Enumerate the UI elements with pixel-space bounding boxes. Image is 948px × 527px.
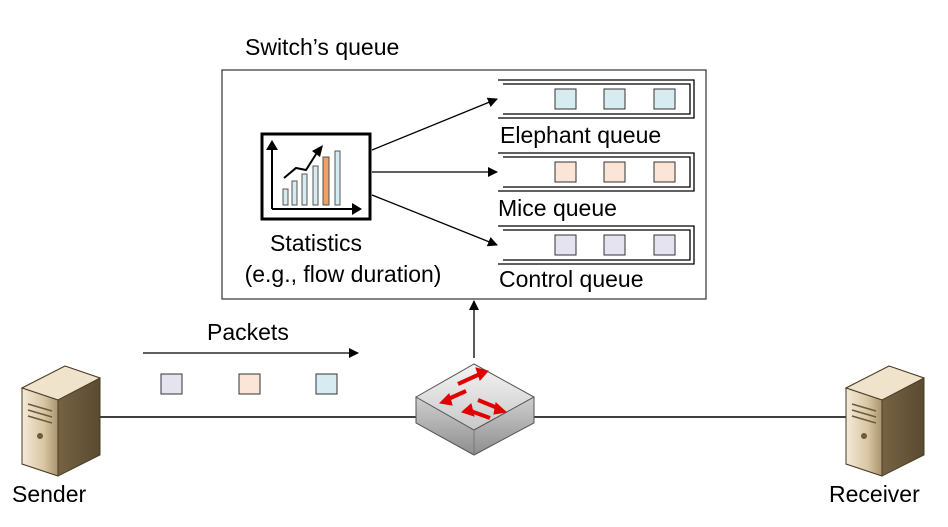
packet-elephant [315,373,338,395]
packets-label: Packets [207,319,289,345]
statistics-chart-icon [260,132,372,221]
control-packet [653,234,676,256]
elephant-packet [653,88,676,110]
arrow-to-control-queue [371,194,498,247]
control-queue-label: Control queue [499,266,644,292]
control-packet [554,234,577,256]
mice-packet [554,161,577,183]
mice-packet [653,161,676,183]
control-queue [498,225,695,265]
elephant-queue-label: Elephant queue [500,122,661,148]
control-packet [603,234,626,256]
arrow-to-elephant-queue [371,97,498,151]
sender-label: Sender [12,481,87,507]
packet-mice [238,373,261,395]
elephant-packet [554,88,577,110]
sender-server-icon [20,365,102,477]
switch-queue-title: Switch’s queue [245,34,399,60]
elephant-queue [498,79,695,119]
network-switch-icon [414,363,536,456]
statistics-example-label: (e.g., flow duration) [245,261,442,287]
receiver-label: Receiver [829,481,920,507]
mice-queue-label: Mice queue [498,195,617,221]
statistics-label: Statistics [270,230,362,256]
elephant-packet [603,88,626,110]
packet-control [160,373,183,395]
mice-queue [498,152,695,192]
receiver-server-icon [844,365,926,477]
mice-packet [603,161,626,183]
